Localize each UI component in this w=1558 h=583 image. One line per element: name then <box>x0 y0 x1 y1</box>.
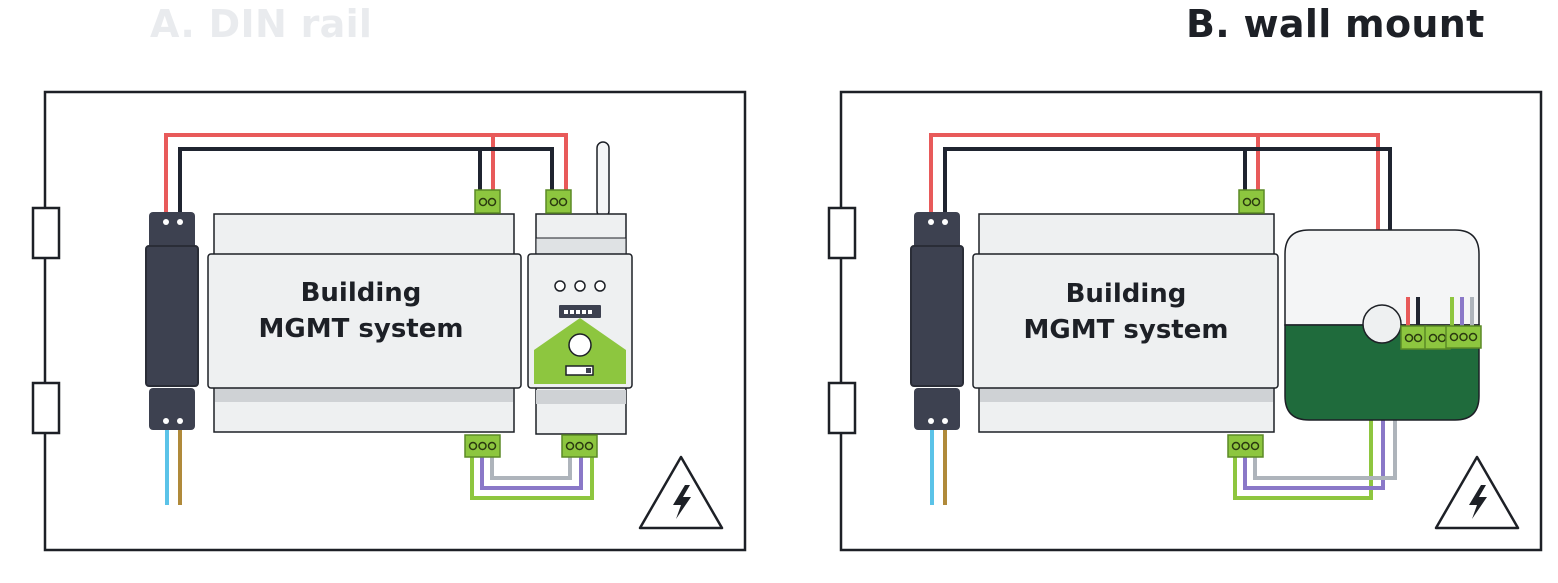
panel-b-mains-wires <box>930 430 947 505</box>
panel-b-bms-controller: Building MGMT system <box>972 213 1279 433</box>
panel-b-device-label-line1: Building <box>1066 279 1187 309</box>
panel-a-bms-controller: Building MGMT system <box>207 213 522 433</box>
panel-b-device-label-line2: MGMT system <box>1024 315 1229 345</box>
panel-a-hinge-top <box>31 206 61 260</box>
panel-a-mains-wires <box>165 430 182 505</box>
panel-a-bms-bus-terminal <box>464 434 501 458</box>
panel-b-hinge-top <box>827 206 857 260</box>
panel-b-bms-power-terminal <box>1238 189 1265 214</box>
high-voltage-warning-icon <box>638 455 724 530</box>
panel-a-hinge-bottom <box>31 381 61 435</box>
high-voltage-warning-icon <box>1434 455 1520 530</box>
panel-b-power-wires <box>929 133 1392 232</box>
panel-b-title: B. wall mount <box>1186 2 1485 46</box>
panel-b: Building MGMT system <box>827 90 1543 552</box>
panel-b-hinge-bottom <box>827 381 857 435</box>
panel-a-bms-power-terminal <box>474 189 501 214</box>
panel-a-device-label-line2: MGMT system <box>259 314 464 344</box>
panel-b-wall-mount-gateway <box>1284 229 1480 421</box>
panel-a-gateway-bus-terminal <box>561 434 598 458</box>
panel-a-title: A. DIN rail <box>150 2 373 46</box>
panel-b-gateway-bus-terminal <box>1445 325 1482 349</box>
panel-b-gateway-power-terminal <box>1400 325 1427 350</box>
panel-b-power-supply <box>910 212 964 430</box>
panel-b-bus-wires <box>1233 420 1397 500</box>
panel-a-power-supply <box>145 212 199 430</box>
panel-a-power-wires <box>164 133 568 212</box>
panel-b-bms-bus-terminal <box>1227 434 1264 458</box>
panel-a-device-label-line1: Building <box>301 278 422 308</box>
antenna-icon <box>596 141 610 218</box>
panel-a-bus-wires <box>470 456 594 500</box>
panel-a-gateway-power-terminal <box>545 189 572 214</box>
panel-a-gateway-module <box>527 141 633 435</box>
panel-a: Building MGMT system <box>31 90 747 552</box>
